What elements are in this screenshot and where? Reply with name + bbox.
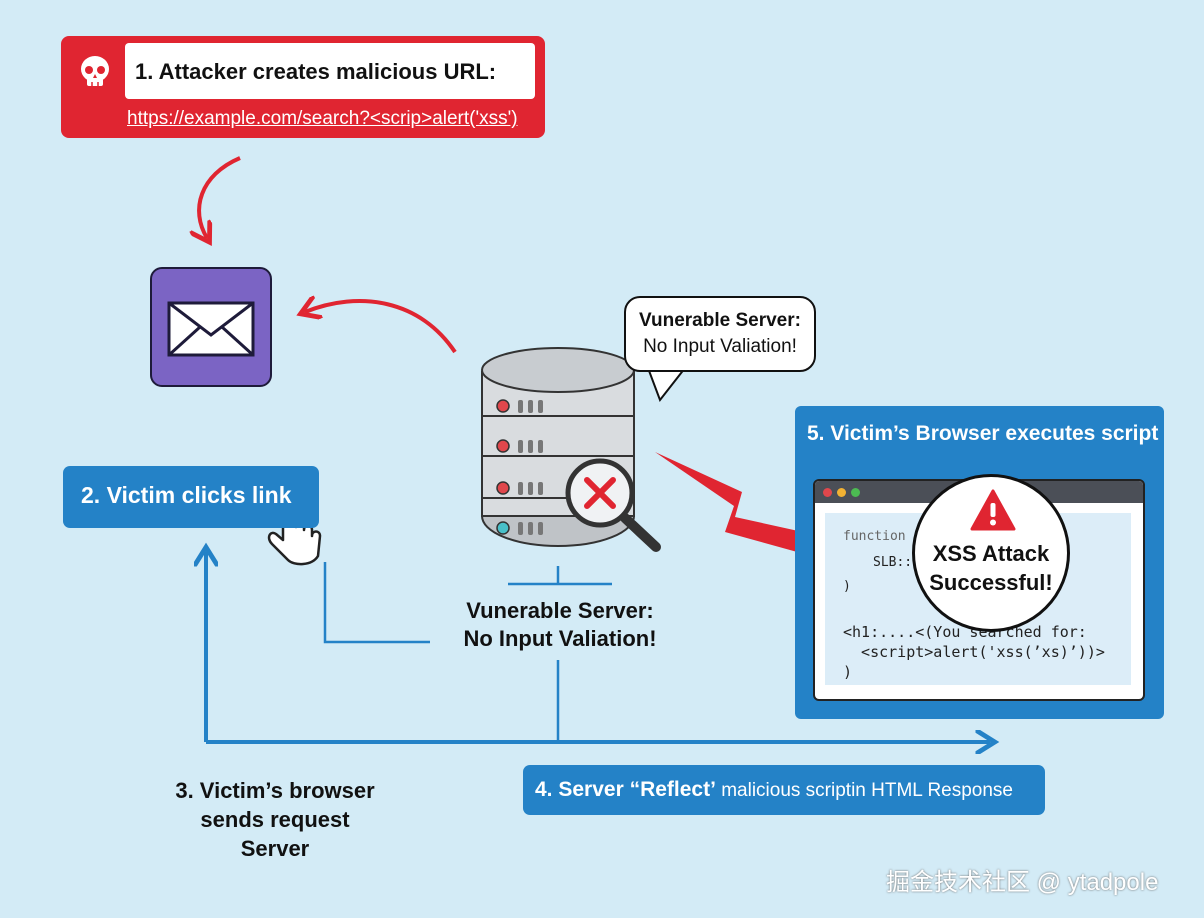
envelope-icon xyxy=(167,301,255,357)
bubble-line1: Vunerable Server: xyxy=(639,310,801,331)
xss-alert-badge: XSS Attack Successful! xyxy=(912,474,1070,632)
database-server-icon xyxy=(481,347,635,547)
step3-line1: 3. Victim’s browser xyxy=(175,778,375,803)
code-line-6: ) xyxy=(843,663,853,681)
code-line-3: ) xyxy=(843,579,851,594)
code-line-2: SLB:: xyxy=(873,555,913,570)
credit-watermark: 掘金技术社区 @ ytadpole xyxy=(886,869,1159,896)
server-label-line2: No Input Valiation! xyxy=(463,626,657,651)
malicious-url-link[interactable]: https://example.com/search?<scrip>alert(… xyxy=(127,108,518,129)
skull-icon xyxy=(81,56,109,86)
step1-title: 1. Attacker creates malicious URL: xyxy=(135,59,497,84)
arrow-server-to-email xyxy=(305,301,457,354)
code-line-4: <h1:....<(You searched for: xyxy=(843,623,1087,641)
magnifier-x-icon xyxy=(565,458,661,552)
step2-victim-clicks-link: 2. Victim clicks link xyxy=(63,466,319,528)
code-line-5: <script>alert('xss(’xs)’))> xyxy=(843,643,1105,661)
step3-line3: Server xyxy=(240,836,310,861)
xss-alert-line2: Successful! xyxy=(929,570,1053,595)
maximize-dot xyxy=(851,488,860,497)
warning-triangle-icon xyxy=(970,489,1016,531)
email-box xyxy=(150,267,272,387)
step4-label-bold: 4. Server “Reflect’ xyxy=(535,778,716,801)
xss-alert-line1: XSS Attack xyxy=(932,541,1050,566)
step1-attacker-box: 1. Attacker creates malicious URL: https… xyxy=(61,36,545,138)
server-speech-bubble: Vunerable Server: No Input Valiation! xyxy=(624,296,816,372)
step4-label-rest: malicious scriptin HTML Response xyxy=(715,780,1013,801)
close-dot xyxy=(823,488,832,497)
step4-server-reflect: 4. Server “Reflect’ malicious scriptin H… xyxy=(523,765,1045,815)
minimize-dot xyxy=(837,488,846,497)
arrow-url-to-email xyxy=(199,156,241,238)
server-label-line1: Vunerable Server: xyxy=(466,598,654,623)
code-line-1: function xyxy=(843,529,906,544)
server-label: Vunerable Server: No Input Valiation! xyxy=(440,597,680,653)
connector-step2-server xyxy=(323,562,430,644)
step3-label: 3. Victim’s browser sends request Server xyxy=(155,776,395,863)
bubble-line2: No Input Valiation! xyxy=(643,336,797,357)
step3-line2: sends request xyxy=(200,807,350,832)
step5-title: 5. Victim’s Browser executes script xyxy=(807,422,1159,445)
